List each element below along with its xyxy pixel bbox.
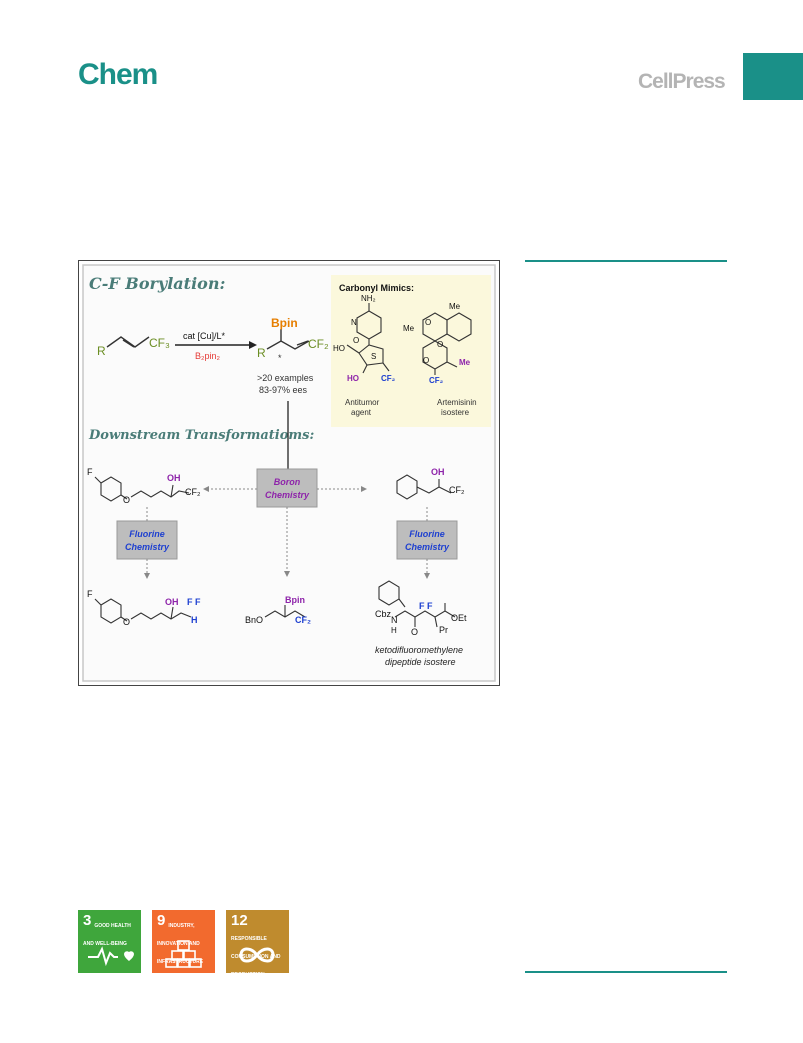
bottom-right-cbz: Cbz <box>375 609 392 619</box>
sdg-badge-12: 12 Responsible Consumption and Productio… <box>226 910 289 978</box>
artemisinin-meo: Me <box>403 324 415 333</box>
abstract-title: C-F Borylation: <box>89 274 225 293</box>
fluorine-left-line1: Fluorine <box>129 529 165 539</box>
artemisinin-me: Me <box>459 358 471 367</box>
sdg-number: 3 <box>83 912 92 929</box>
right-cf2: CF₂ <box>449 485 465 495</box>
artemisinin-o1: O <box>425 318 431 327</box>
artemisinin-caption-2: isostere <box>441 408 470 417</box>
artemisinin-o2: O <box>437 340 443 349</box>
boron-dotted-arrows <box>209 488 361 571</box>
examples-count: >20 examples <box>257 373 314 383</box>
bottom-right-carbonyl-o: O <box>411 627 418 637</box>
downstream-title: Downstream Transformatioms: <box>88 428 314 443</box>
header-color-tab <box>743 53 803 100</box>
product-r: R <box>257 346 266 360</box>
bottom-left-product <box>94 598 192 624</box>
reagent-b2pin2: B₂pin₂ <box>195 351 221 361</box>
reagent-catalyst: cat [Cu]/L* <box>183 331 226 341</box>
bottom-left-f: F <box>87 589 93 599</box>
mimics-heading: Carbonyl Mimics: <box>339 283 414 293</box>
bottom-center-bno: BnO <box>245 615 263 625</box>
artemisinin-caption-1: Artemisinin <box>437 398 477 407</box>
product-molecule <box>266 329 310 350</box>
antitumor-o: O <box>353 336 359 345</box>
isostere-caption-2: dipeptide isostere <box>385 657 456 667</box>
fluorine-right-line1: Fluorine <box>409 529 445 539</box>
antitumor-cf2: CF₂ <box>381 374 396 383</box>
left-cf2: CF₂ <box>185 487 201 497</box>
left-f: F <box>87 467 93 477</box>
arrowhead-down-center <box>284 571 290 577</box>
cubes-icon <box>165 940 202 968</box>
journal-logo: Chem <box>78 58 158 91</box>
arrowhead-right <box>361 486 367 492</box>
bottom-right-dipeptide <box>378 580 456 628</box>
left-oh: OH <box>167 473 181 483</box>
left-allylic-alcohol <box>94 476 190 502</box>
fluorine-chemistry-box-left <box>116 520 178 560</box>
sidebar-bottom-rule <box>525 971 727 973</box>
fluorine-left-line2: Chemistry <box>125 542 170 552</box>
antitumor-ho: HO <box>347 374 359 383</box>
bottom-right-n: N <box>391 615 398 625</box>
substrate-cf3: CF₃ <box>149 336 170 350</box>
graphical-abstract-drawing: C-F Borylation: R CF₃ cat [Cu]/L* B₂pin₂… <box>82 264 496 682</box>
bottom-center-product <box>264 605 306 618</box>
sdg-number: 12 <box>231 912 248 929</box>
artemisinin-me-top: Me <box>449 302 461 311</box>
antitumor-ho-top: HO <box>333 344 345 353</box>
bottom-right-ff: F F <box>419 601 433 611</box>
bottom-center-bpin: Bpin <box>285 595 305 605</box>
enantioselectivity: 83-97% ees <box>259 385 308 395</box>
isostere-caption-1: ketodifluoromethylene <box>375 645 463 655</box>
sidebar-top-rule <box>525 260 727 262</box>
publisher-logo: CellPress <box>638 70 726 93</box>
product-cf2: CF₂ <box>308 337 329 351</box>
carbonyl-mimics-panel <box>331 275 491 427</box>
left-o: O <box>123 495 130 505</box>
bottom-left-h: H <box>191 615 198 625</box>
substrate-r: R <box>97 344 106 358</box>
graphical-abstract: C-F Borylation: R CF₃ cat [Cu]/L* B₂pin₂… <box>78 260 500 686</box>
arrowhead-down-left <box>144 573 150 579</box>
sdg-label: Good Health and Well-Being <box>83 923 131 947</box>
right-oh: OH <box>431 467 445 477</box>
antitumor-s: S <box>371 352 376 361</box>
right-allylic-alcohol <box>396 474 452 500</box>
fluorine-chemistry-box-right <box>396 520 458 560</box>
sdg-number: 9 <box>157 912 166 929</box>
bottom-left-ff: F F <box>187 597 201 607</box>
heartbeat-icon <box>88 946 134 967</box>
bottom-right-oet: OEt <box>451 613 467 623</box>
antitumor-caption-2: agent <box>351 408 372 417</box>
boron-box-line1: Boron <box>274 477 301 487</box>
boron-box-line2: Chemistry <box>265 490 310 500</box>
product-stereo: * <box>278 353 282 363</box>
antitumor-n: N <box>351 318 357 327</box>
antitumor-agent-structure <box>346 303 390 374</box>
reaction-arrowhead <box>249 341 257 349</box>
fluorine-right-line2: Chemistry <box>405 542 450 552</box>
sdg-badge-9: 9 Industry, Innovation and Infrastructur… <box>152 910 215 973</box>
artemisinin-isostere-structure <box>422 312 472 375</box>
sdg-badge-3: 3 Good Health and Well-Being <box>78 910 141 973</box>
arrowhead-left <box>203 486 209 492</box>
artemisinin-o3: O <box>423 356 429 365</box>
antitumor-caption-1: Antitumor <box>345 398 380 407</box>
bottom-left-oh: OH <box>165 597 179 607</box>
antitumor-nh2: NH₂ <box>361 294 376 303</box>
artemisinin-cf2: CF₂ <box>429 376 444 385</box>
bottom-right-h: H <box>391 626 397 635</box>
product-bpin: Bpin <box>271 316 298 330</box>
boron-chemistry-box <box>256 468 318 508</box>
bottom-right-ipr: Pr <box>439 625 448 635</box>
substrate-molecule <box>106 336 150 348</box>
infinity-icon <box>239 947 275 963</box>
bottom-left-o: O <box>123 617 130 627</box>
arrowhead-down-right <box>424 573 430 579</box>
bottom-center-cf2: CF₂ <box>295 615 311 625</box>
